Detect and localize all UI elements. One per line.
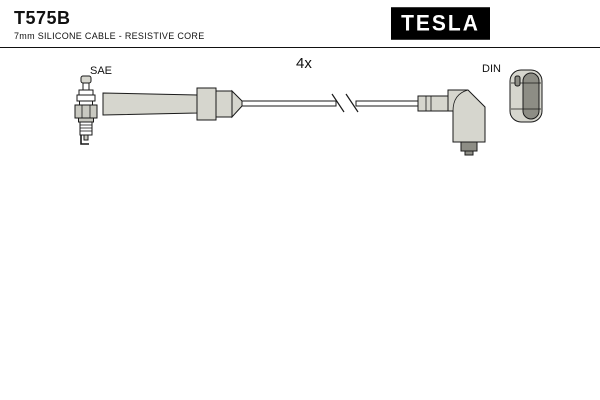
elbow-boot-icon xyxy=(417,89,486,156)
part-number: T575B xyxy=(14,8,71,28)
header: T575B 7mm SILICONE CABLE - RESISTIVE COR… xyxy=(0,0,600,47)
header-divider xyxy=(0,47,600,48)
cable-kit-drawing: SAE 4x DIN xyxy=(74,55,543,156)
tesla-logo: TESLA xyxy=(391,7,490,40)
quantity-label: 4x xyxy=(296,55,312,72)
tesla-logo-text: TESLA xyxy=(401,10,480,36)
cable-kit-diagram: SAE 4x DIN xyxy=(0,50,600,250)
product-description: 7mm SILICONE CABLE - RESISTIVE CORE xyxy=(14,31,205,41)
sae-label: SAE xyxy=(90,65,112,77)
din-label: DIN xyxy=(482,63,501,75)
connector-terminal-icon xyxy=(509,69,543,123)
straight-boot-icon xyxy=(102,87,243,121)
cable-break-icon xyxy=(331,93,359,113)
spark-plug-icon xyxy=(74,75,98,145)
cable-icon xyxy=(241,93,419,113)
